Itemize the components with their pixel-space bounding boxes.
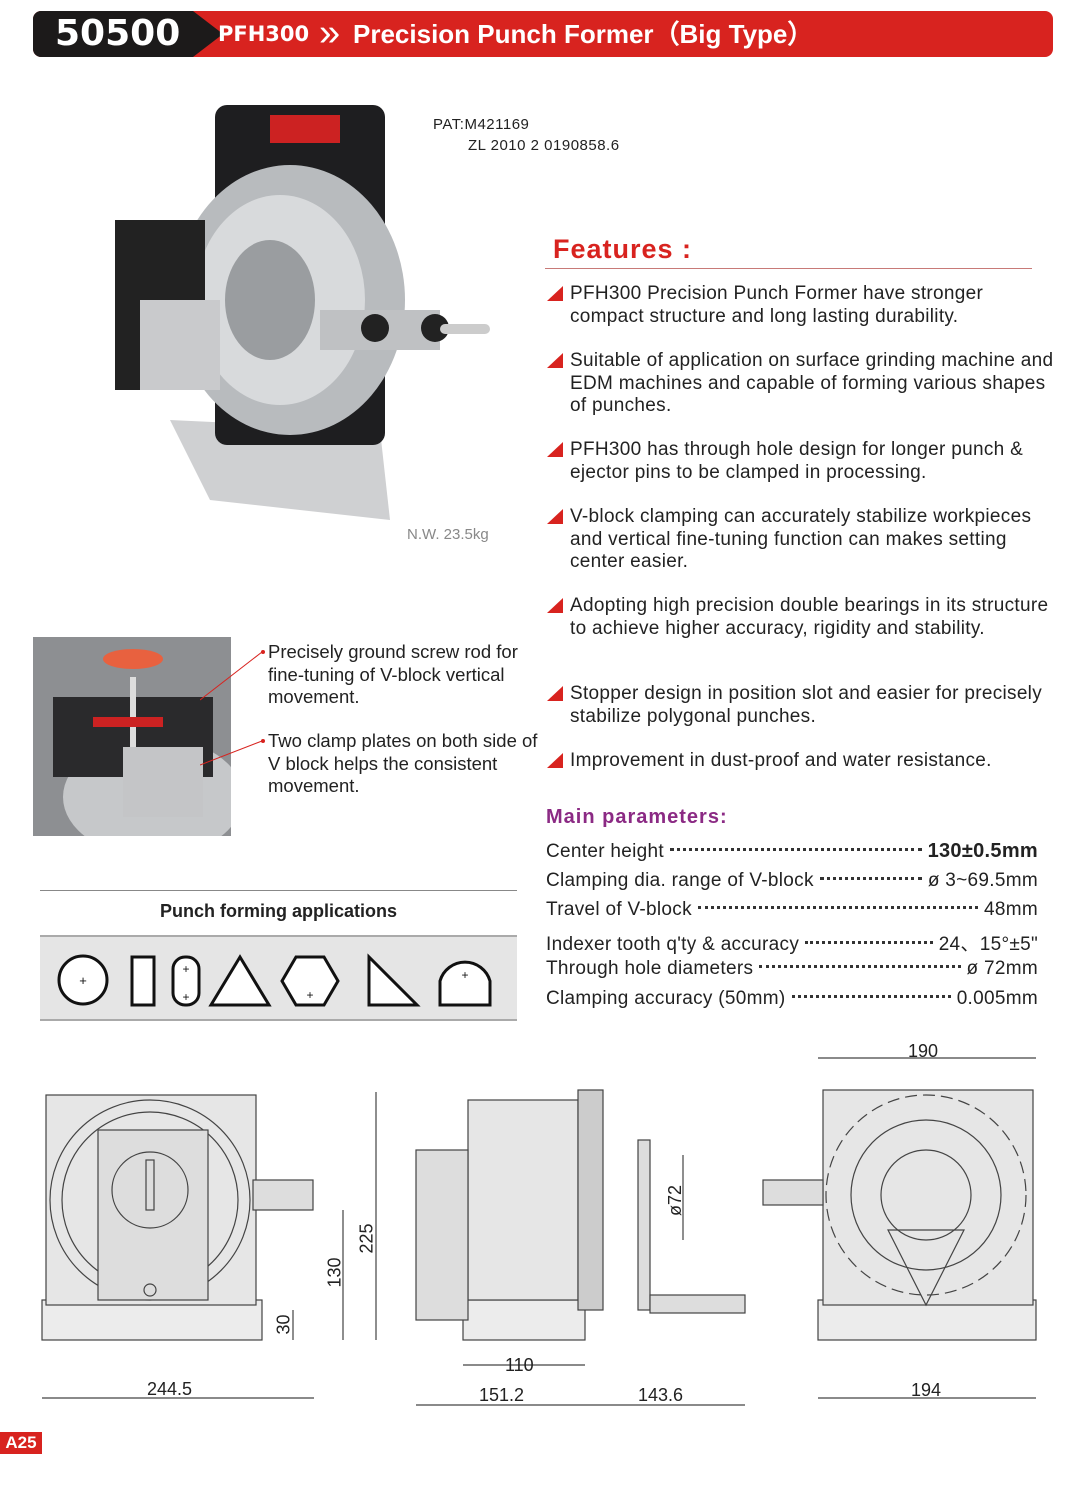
param-row: Travel of V-block 48mm — [546, 899, 1038, 927]
dim-label: 30 — [273, 1314, 294, 1335]
param-label: Travel of V-block — [546, 899, 692, 920]
right-triangle-shape-icon — [367, 953, 421, 1007]
param-row: Clamping accuracy (50mm) 0.005mm — [546, 988, 1038, 1016]
dim-label: 225 — [356, 1223, 377, 1254]
dim-label: 110 — [505, 1355, 534, 1375]
slot-shape-icon: ++ — [171, 955, 201, 1007]
hexagon-shape-icon: + — [280, 955, 340, 1007]
param-label: Clamping accuracy (50mm) — [546, 988, 786, 1009]
param-label: Clamping dia. range of V-block — [546, 870, 814, 891]
param-value: ø 72mm — [966, 958, 1038, 979]
param-value: ø 3~69.5mm — [927, 870, 1038, 891]
triangle-bullet-icon — [547, 442, 563, 457]
feature-text: Suitable of application on surface grind… — [570, 350, 1054, 416]
param-row: Through hole diameters ø 72mm — [546, 958, 1038, 986]
side-view-drawing — [415, 1089, 746, 1406]
feature-text: PFH300 has through hole design for longe… — [570, 439, 1024, 483]
feature-text: Adopting high precision double bearings … — [570, 595, 1049, 639]
feature-text: Stopper design in position slot and easi… — [570, 683, 1043, 727]
callout-clamp-plates: Two clamp plates on both side of V block… — [268, 730, 538, 796]
feature-item: Adopting high precision double bearings … — [547, 595, 1057, 640]
feature-item: Stopper design in position slot and easi… — [547, 683, 1057, 728]
param-row: Indexer tooth q'ty & accuracy 24、15°±5" — [546, 929, 1038, 957]
param-value: 48mm — [984, 899, 1038, 920]
product-code: 50500 — [33, 11, 223, 57]
dim-label: 194 — [911, 1380, 942, 1400]
svg-text:+: + — [79, 973, 87, 988]
callout-screw-rod: Precisely ground screw rod for fine-tuni… — [268, 641, 518, 707]
dim-label: ø72 — [665, 1184, 686, 1217]
svg-text:+: + — [461, 968, 468, 982]
triangle-shape-icon — [208, 954, 272, 1007]
product-photo — [115, 105, 490, 520]
dim-label: 143.6 — [638, 1385, 684, 1405]
callout-lines — [200, 650, 265, 766]
triangle-bullet-icon — [547, 686, 563, 701]
divider — [40, 890, 517, 891]
feature-item: PFH300 has through hole design for longe… — [547, 439, 1057, 484]
param-label: Through hole diameters — [546, 958, 754, 979]
product-title: Precision Punch Former（Big Type） — [353, 19, 814, 49]
patent-cn: ZL 2010 2 0190858.6 — [468, 137, 620, 154]
header-banner: 50500 PFH300 » Precision Punch Former（Bi… — [33, 11, 1053, 57]
feature-text: Improvement in dust-proof and water resi… — [570, 750, 992, 771]
triangle-bullet-icon — [547, 598, 563, 613]
net-weight: N.W. 23.5kg — [407, 526, 489, 543]
front-view-drawing — [41, 1092, 377, 1399]
feature-item: Suitable of application on surface grind… — [547, 350, 1057, 418]
svg-text:+: + — [182, 990, 189, 1004]
model-name: PFH300 — [218, 22, 310, 46]
feature-text: V-block clamping can accurately stabiliz… — [570, 506, 1032, 572]
param-label: Indexer tooth q'ty & accuracy — [546, 934, 800, 955]
feature-item: PFH300 Precision Punch Former have stron… — [547, 283, 1057, 328]
page-label: A25 — [0, 1432, 42, 1454]
chevron-icon: » — [319, 12, 341, 54]
triangle-bullet-icon — [547, 753, 563, 768]
circle-shape-icon: + — [57, 954, 109, 1006]
dim-label: 190 — [908, 1041, 939, 1061]
applications-shapes: + ++ + + — [40, 935, 517, 1021]
dim-label: 244.5 — [147, 1379, 193, 1399]
features-heading: Features : — [553, 234, 693, 264]
parameters-heading: Main parameters: — [546, 806, 728, 828]
svg-text:+: + — [182, 962, 189, 976]
svg-text:+: + — [306, 988, 313, 1002]
triangle-bullet-icon — [547, 353, 563, 368]
rear-view-drawing — [762, 1057, 1037, 1399]
feature-text: PFH300 Precision Punch Former have stron… — [570, 283, 984, 327]
param-value: 0.005mm — [956, 988, 1038, 1009]
dimension-drawings — [41, 1057, 1037, 1406]
triangle-bullet-icon — [547, 286, 563, 301]
d-shape-icon: + — [438, 960, 492, 1007]
param-value: 130±0.5mm — [927, 840, 1038, 862]
param-row: Center height 130±0.5mm — [546, 840, 1038, 868]
param-value: 24、15°±5" — [938, 934, 1038, 955]
param-row: Clamping dia. range of V-block ø 3~69.5mm — [546, 870, 1038, 898]
dim-label: 151.2 — [479, 1385, 525, 1405]
rectangle-shape-icon — [130, 955, 156, 1007]
feature-item: Improvement in dust-proof and water resi… — [547, 750, 1057, 773]
feature-item: V-block clamping can accurately stabiliz… — [547, 506, 1057, 574]
patent-tw: PAT:M421169 — [433, 116, 530, 133]
applications-title: Punch forming applications — [159, 901, 397, 921]
triangle-bullet-icon — [547, 509, 563, 524]
param-label: Center height — [546, 841, 664, 862]
dim-label: 130 — [324, 1257, 345, 1288]
detail-photo — [33, 637, 231, 836]
divider — [545, 268, 1032, 269]
